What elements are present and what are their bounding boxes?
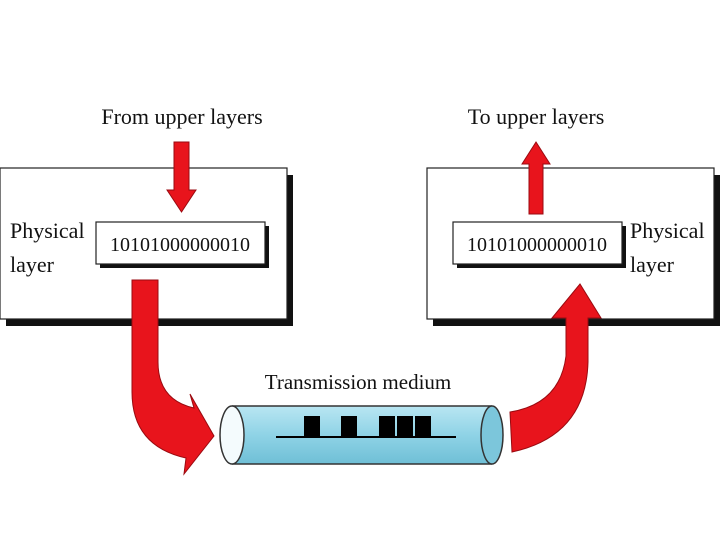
receiver-layer-label-line1: Physical — [630, 218, 705, 243]
receiver-bit-string: 10101000000010 — [467, 234, 607, 256]
from-upper-layers-label: From upper layers — [101, 104, 262, 129]
signal-waveform — [276, 416, 456, 438]
to-upper-layers-label: To upper layers — [468, 104, 605, 129]
transmission-medium-label: Transmission medium — [265, 370, 452, 394]
curved-arrow-up-icon — [509, 283, 602, 453]
receiver-bit-frame — [452, 221, 626, 268]
sender-bit-frame — [95, 221, 269, 268]
receiver-layer-label-line2: layer — [630, 252, 675, 277]
sender-layer-label-line1: Physical — [10, 218, 85, 243]
sender-layer-label-line2: layer — [10, 252, 55, 277]
sender-bit-string: 10101000000010 — [110, 234, 250, 256]
down-arrow-icon — [166, 141, 197, 213]
curved-arrow-down-icon — [131, 279, 215, 476]
transmission-medium-pipe — [219, 405, 504, 465]
up-arrow-icon — [521, 141, 551, 215]
